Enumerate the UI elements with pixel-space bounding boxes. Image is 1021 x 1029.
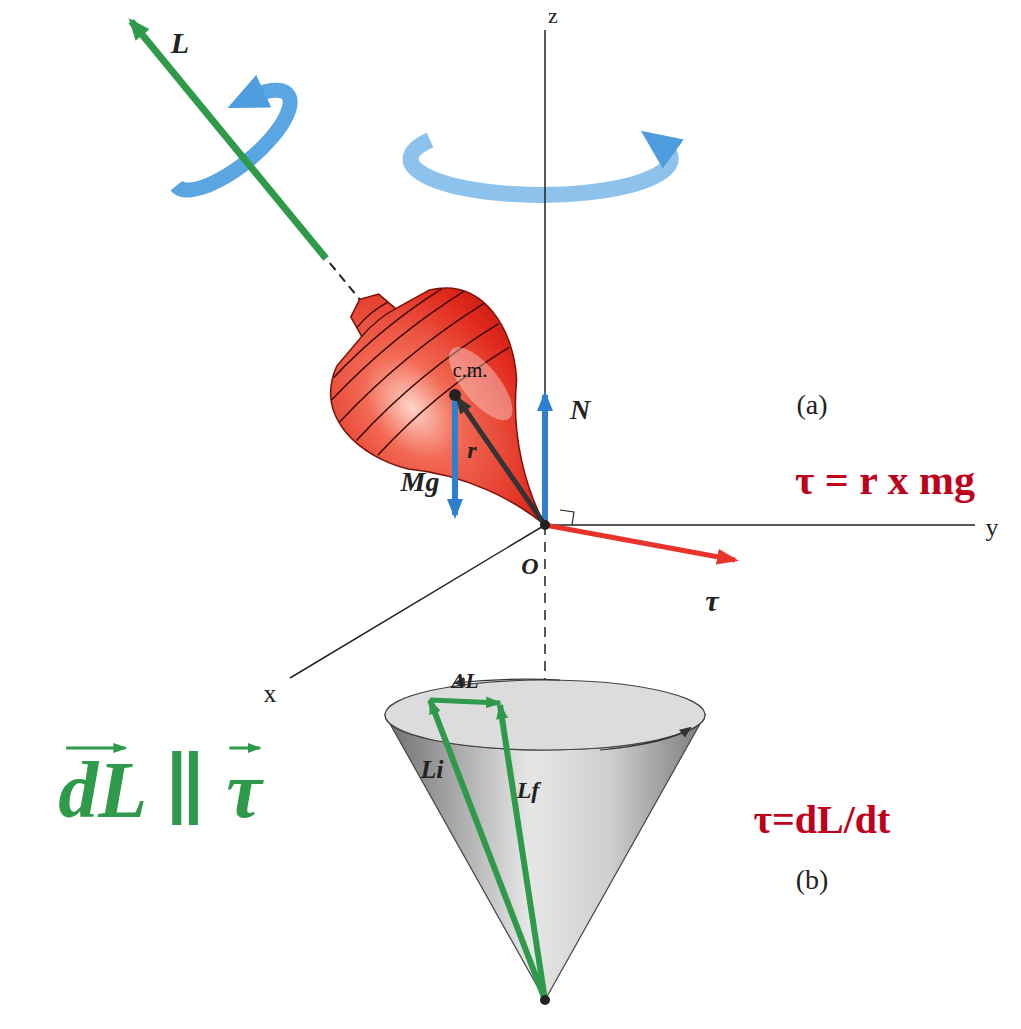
weight-arrow — [452, 395, 458, 515]
final-momentum-arrow — [500, 705, 545, 1000]
delta-momentum-arrow — [430, 700, 500, 703]
torque-arrow — [545, 525, 735, 560]
y-axis — [545, 524, 975, 526]
panel-label: (a) — [796, 390, 827, 421]
vector-label: Li — [420, 756, 443, 785]
precession-arrow — [411, 140, 671, 195]
force-label: N — [570, 395, 590, 426]
center-of-mass-dot — [449, 389, 461, 401]
vector-label: Lf — [517, 777, 540, 803]
parallel-relation: dL ∥ τ — [58, 746, 262, 834]
origin-label: O — [521, 553, 538, 579]
torque-equation: τ = r x mg — [795, 457, 975, 503]
force-label: Mg — [401, 467, 440, 498]
point-label: c.m. — [453, 359, 487, 381]
vector-label: r — [467, 437, 476, 463]
vector-label: L — [171, 26, 189, 59]
precession-cone — [385, 715, 705, 1000]
right-angle-mark — [560, 510, 574, 525]
rim-arrow — [600, 728, 690, 750]
normal-force-arrow — [542, 395, 548, 525]
axis-label: x — [264, 680, 277, 709]
axis-label: z — [548, 4, 558, 28]
x-axis — [290, 525, 545, 678]
torque-equation: τ=dL/dt — [754, 798, 891, 842]
panel-label: (b) — [796, 865, 829, 896]
vector-label: ΔL — [451, 669, 478, 693]
position-vector — [458, 399, 545, 525]
vector-label: τ — [705, 584, 718, 617]
origin-dot — [540, 520, 550, 530]
z-axis — [544, 30, 546, 525]
axis-label: y — [986, 514, 999, 543]
initial-momentum-arrow — [430, 700, 545, 1000]
top-body — [58, 0, 619, 585]
cone-apex — [540, 995, 550, 1005]
